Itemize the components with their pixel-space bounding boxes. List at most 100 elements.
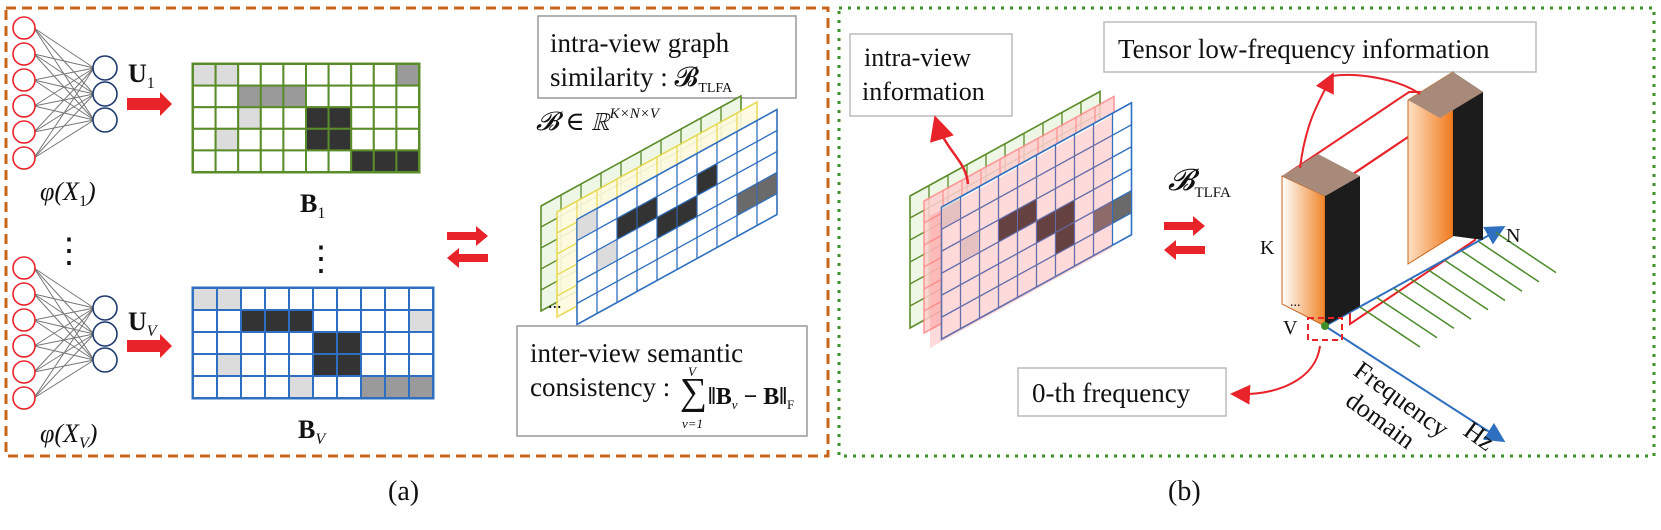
input-node (12, 146, 36, 170)
matrix-cell (395, 63, 420, 87)
matrix-cell (240, 331, 266, 355)
lf-arrow-left (1299, 72, 1334, 169)
matrix-cell (192, 309, 218, 333)
matrix-cell (288, 353, 314, 377)
matrix-cell (237, 149, 262, 173)
matrix-cell (312, 331, 338, 355)
matrix-cell (360, 331, 386, 355)
matrix-cell (259, 106, 285, 130)
intra-view-line2: similarity : 𝓑TLFA (550, 62, 733, 96)
front-bar-side (1325, 176, 1360, 326)
network-edge (33, 119, 95, 159)
input-node (12, 334, 36, 358)
matrix-cell (360, 309, 386, 333)
matrix-cell (408, 353, 434, 377)
matrix-cell (350, 127, 375, 152)
phi-xv-label: φ(XV) (40, 419, 97, 452)
matrix-cell (259, 149, 285, 173)
tensor-cell (1055, 221, 1075, 256)
matrix-cell (336, 375, 362, 399)
hatch-line (1410, 278, 1472, 320)
matrix-cell (192, 149, 217, 173)
hatch-line (1444, 259, 1506, 302)
matrix-cell (305, 84, 330, 109)
sum-top: V (688, 364, 698, 379)
hz-label: Hz (1458, 415, 1500, 456)
output-node (92, 55, 118, 81)
matrix-cell (327, 106, 353, 130)
output-node (92, 295, 118, 321)
matrix-cell (312, 353, 338, 377)
matrix-cell (214, 84, 240, 109)
uv-arrow (127, 334, 172, 358)
network-edge (33, 307, 95, 347)
matrix-cell (288, 375, 314, 399)
matrix-cell (259, 127, 285, 152)
frequency-bars: ... (1280, 71, 1557, 443)
matrix-cell (282, 149, 307, 173)
matrix-cell (192, 63, 217, 87)
matrix-bv (191, 286, 435, 400)
matrix-cell (259, 63, 285, 87)
tensor-cell (941, 195, 961, 231)
hatch-line (1461, 250, 1523, 292)
back-bar-side (1453, 72, 1483, 240)
view1-network (12, 16, 118, 170)
matrix-cell (360, 353, 386, 377)
matrix-cell (305, 127, 330, 152)
matrix-cell (305, 63, 330, 87)
tensor-a-dots: ... (548, 292, 562, 312)
hatch-line (1393, 287, 1455, 330)
matrix-cell (395, 106, 420, 130)
network-edge (33, 307, 95, 373)
network-edge (33, 53, 95, 69)
matrix-cell (264, 309, 290, 333)
output-node (92, 347, 118, 373)
matrix-cell (327, 63, 353, 87)
intra-view-box (537, 15, 797, 99)
matrix-cell (216, 375, 242, 399)
matrix-cell (192, 375, 218, 399)
tensor-cell (596, 238, 618, 273)
inter-view-box (516, 325, 808, 437)
uv-label: UV (128, 307, 159, 340)
tensor-cell (576, 207, 598, 242)
tensor-cell (1112, 189, 1132, 225)
matrix-cell (264, 287, 290, 311)
matrix-cell (408, 331, 434, 355)
network-edge (33, 267, 95, 309)
hatch-line (1478, 241, 1540, 283)
red-slice-highlight (930, 116, 1112, 348)
sum-symbol: ∑ (680, 371, 707, 413)
tensor-label: 𝓑 ∈ ℝK×N×V (536, 106, 661, 136)
input-node (12, 308, 36, 332)
tensor-cell (676, 194, 698, 229)
input-node (12, 94, 36, 118)
left-ellipsis: ⋮ (52, 233, 86, 270)
hatch-line (1427, 269, 1489, 311)
matrix-cell (360, 375, 386, 399)
tensor-cell (960, 229, 980, 264)
inter-view-line2: consistency : (530, 372, 670, 402)
tensor-cell (696, 162, 718, 197)
matrix-cell (305, 106, 330, 130)
tensor-3d-b (909, 90, 1133, 348)
tensor-cell (756, 171, 778, 206)
hatch-line (1495, 231, 1557, 274)
matrix-b1 (191, 62, 421, 174)
panel-b-caption: (b) (1168, 476, 1201, 507)
matrix-cell (372, 149, 398, 173)
origin-dashed-box (1307, 317, 1343, 341)
middle-ellipsis: ⋮ (304, 241, 338, 278)
matrix-cell (336, 309, 362, 333)
axis-n-label: N (1506, 225, 1520, 247)
matrix-cell (408, 309, 434, 333)
matrix-cell (336, 353, 362, 377)
lf-arrow-right (1331, 73, 1421, 95)
matrix-cell (216, 353, 242, 377)
panel-a-border (4, 6, 830, 458)
matrix-cell (264, 375, 290, 399)
norm-expression: ‖Bv − B‖F (708, 384, 794, 412)
intra-info-line2: information (862, 77, 985, 106)
matrix-cell (395, 127, 420, 152)
